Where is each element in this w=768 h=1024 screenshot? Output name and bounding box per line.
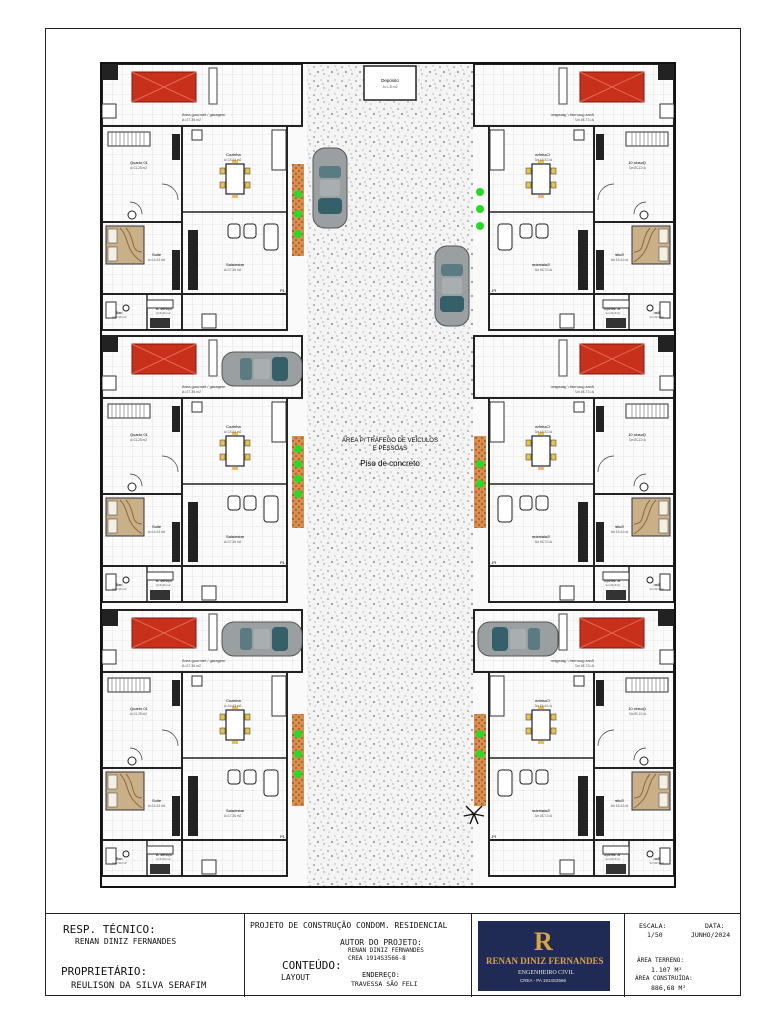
land-area-value: 1.107 M²	[651, 966, 683, 974]
deposit-label: Depósito	[381, 78, 399, 83]
street-floor-label: Piso de concreto	[360, 459, 420, 468]
author-crea: CREA 1914S3566-8	[348, 955, 406, 962]
resp-label: RESP. TÉCNICO:	[63, 923, 156, 936]
title-block-data-cell: ESCALA: 1/50 DATA: JUNHO/2024 ÁREA TERRE…	[625, 914, 741, 997]
deposit-room	[363, 65, 417, 101]
drawing-frame	[45, 28, 741, 996]
palm-plant	[463, 805, 485, 825]
owner-label: PROPRIETÁRIO:	[61, 965, 148, 978]
content-value: LAYOUT	[281, 973, 310, 982]
engineer-logo: R RENAN DINIZ FERNANDES ENGENHEIRO CIVIL…	[478, 921, 610, 991]
resp-name: RENAN DINIZ FERNANDES	[75, 937, 177, 946]
content-label: CONTEÚDO:	[282, 959, 342, 972]
unit-right-1	[474, 64, 674, 330]
date-value: JUNHO/2024	[691, 931, 731, 939]
land-area-label: ÁREA TERRENO:	[637, 957, 684, 964]
author-label: AUTOR DO PROJETO:	[340, 938, 422, 947]
owner-name: REULISON DA SILVA SERAFIM	[71, 981, 207, 991]
street-label-1: ÁREA P/ TRÁFEGO DE VEÍCULOS	[342, 437, 438, 444]
floor-plan: Area gourmet / garagem A=27.36 m2	[76, 62, 676, 888]
car-2	[434, 245, 470, 327]
scale-label: ESCALA:	[639, 922, 667, 930]
logo-name: RENAN DINIZ FERNANDES	[486, 956, 604, 966]
address-label: ENDEREÇO:	[362, 971, 400, 979]
grass-shrubs	[294, 188, 484, 778]
title-block-project-cell: PROJETO DE CONSTRUÇÃO CONDOM. RESIDENCIA…	[245, 914, 472, 997]
planter-left-3	[292, 714, 304, 806]
author-name: RENAN DINIZ FERNANDES	[348, 947, 424, 954]
car-5	[477, 621, 559, 657]
logo-sub: ENGENHEIRO CIVIL	[518, 970, 575, 976]
logo-crea: CREA - PA 1914S3566	[520, 978, 566, 983]
car-4	[221, 621, 303, 657]
title-block: RESP. TÉCNICO: RENAN DINIZ FERNANDES PRO…	[45, 913, 741, 997]
project-title: PROJETO DE CONSTRUÇÃO CONDOM. RESIDENCIA…	[250, 921, 448, 930]
date-label: DATA:	[705, 922, 725, 930]
planter-right-3	[474, 714, 486, 806]
title-block-logo-cell	[472, 914, 625, 997]
unit-right-2	[474, 336, 674, 602]
car-1	[312, 147, 348, 229]
title-block-owner-cell: RESP. TÉCNICO: RENAN DINIZ FERNANDES PRO…	[45, 914, 245, 997]
logo-letter: R	[534, 927, 553, 956]
car-3	[221, 351, 303, 387]
built-area-label: ÁREA CONSTRUÍDA:	[635, 975, 693, 982]
deposit-area: A=1.8 m2	[382, 85, 397, 89]
floor-plan-drawing: Area gourmet / garagem A=27.36 m2	[76, 64, 674, 886]
unit-left-1	[102, 64, 302, 330]
address-value: TRAVESSA SÃO FELI	[351, 980, 418, 988]
scale-value: 1/50	[647, 931, 663, 939]
street-label-2: E PESSOAS	[373, 446, 407, 452]
built-area-value: 886,68 M²	[651, 984, 687, 992]
